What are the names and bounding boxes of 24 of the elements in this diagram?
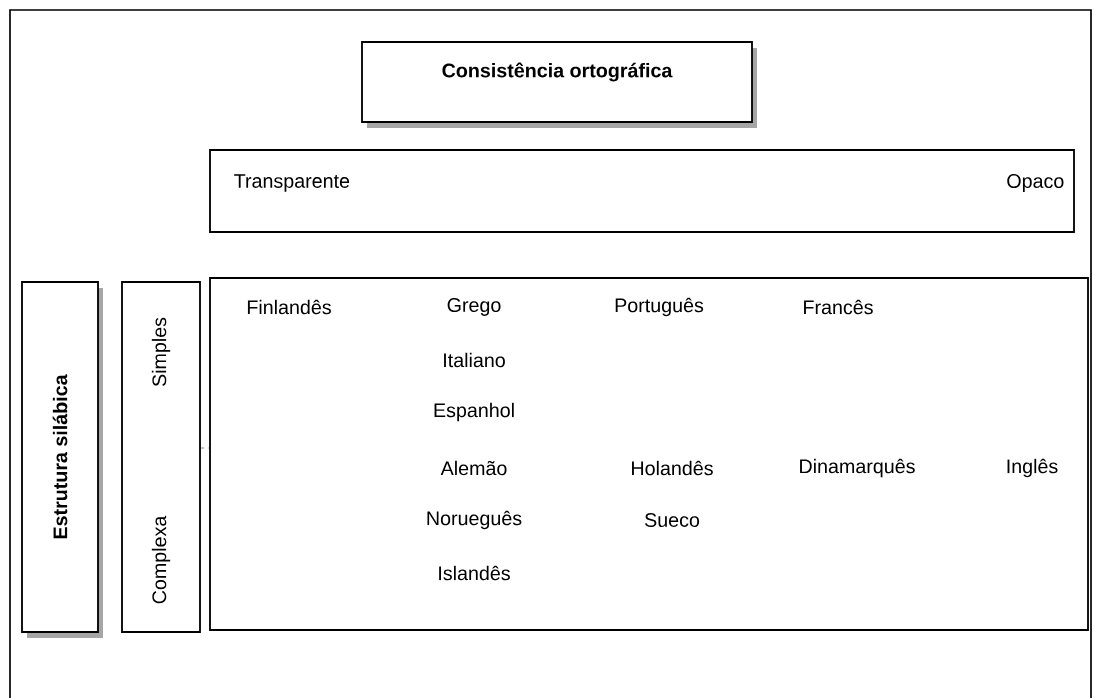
language-label: Português (615, 297, 704, 317)
box-title: Consistência ortográfica (442, 62, 673, 82)
language-label: Finlandês (247, 299, 331, 315)
scale-label: Opaco (1007, 174, 1064, 192)
language-label: Islandês (439, 565, 510, 581)
scale-label: Transparente (234, 174, 350, 192)
language-label: Norueguês (427, 510, 522, 530)
language-label: Italiano (444, 352, 505, 368)
scale-box (209, 149, 1075, 233)
category-label: Simples (151, 317, 171, 387)
language-label: Inglês (1007, 458, 1058, 478)
language-label: Espanhol (434, 402, 514, 422)
category-box (121, 281, 201, 633)
language-label: Sueco (645, 513, 700, 527)
title-box (361, 41, 757, 128)
category-label: Complexa (151, 515, 171, 604)
language-label: Francês (804, 299, 873, 315)
language-label: Grego (447, 298, 501, 316)
language-grid-box (209, 277, 1089, 631)
language-label: Alemão (440, 460, 507, 476)
language-label: Dinamarquês (800, 458, 915, 478)
language-label: Holandês (632, 460, 713, 476)
axis-label: Estrutura silábica (52, 374, 68, 539)
axis-label-box (21, 281, 103, 638)
